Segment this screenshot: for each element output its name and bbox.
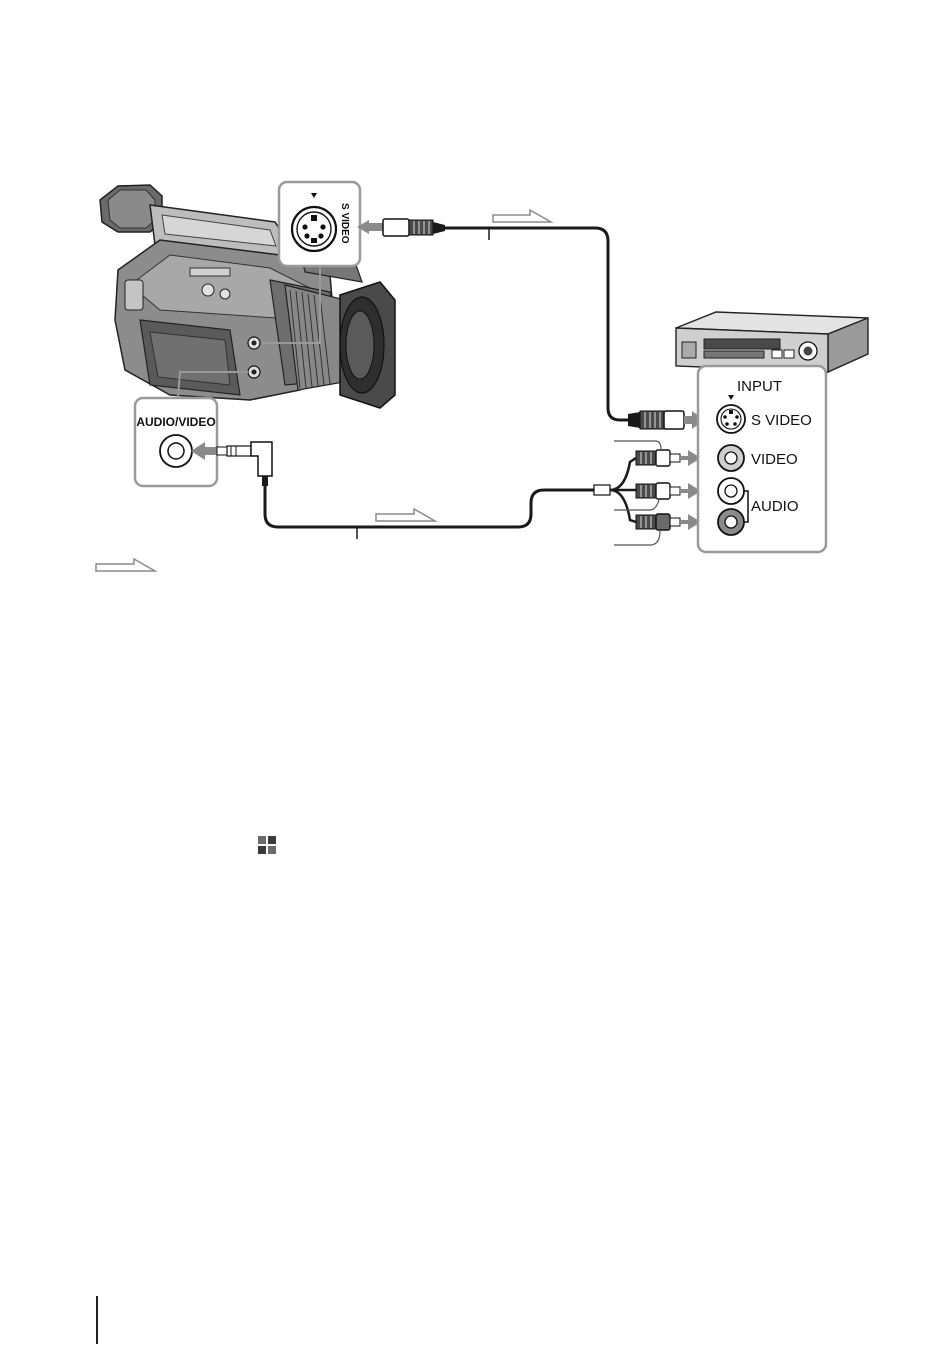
signal-flow-arrow-icon (493, 210, 551, 222)
svideo-jack-callout: S VIDEO (279, 182, 360, 266)
page-margin-rule (96, 1296, 98, 1344)
rca-plug-audio-red (636, 514, 701, 530)
video-label: VIDEO (751, 451, 798, 468)
svideo-cable (357, 219, 705, 429)
audio-video-jack-callout: AUDIO/VIDEO (135, 398, 217, 486)
input-label: INPUT (737, 378, 782, 395)
vcr (676, 312, 868, 372)
signal-flow-arrow-icon (376, 509, 435, 521)
av-cable (191, 441, 701, 545)
menu-grid-icon (257, 835, 277, 855)
rca-plug-audio-white (636, 483, 701, 499)
vcr-input-panel: INPUT S VIDEO VIDEO AUDIO (698, 366, 826, 552)
svideo-vcr-label: S VIDEO (751, 412, 812, 429)
signal-flow-legend-icon (96, 559, 155, 571)
rca-plug-video (636, 450, 701, 466)
audio-video-label: AUDIO/VIDEO (136, 415, 215, 429)
audio-label: AUDIO (751, 498, 799, 515)
svideo-camera-label: S VIDEO (339, 203, 350, 244)
